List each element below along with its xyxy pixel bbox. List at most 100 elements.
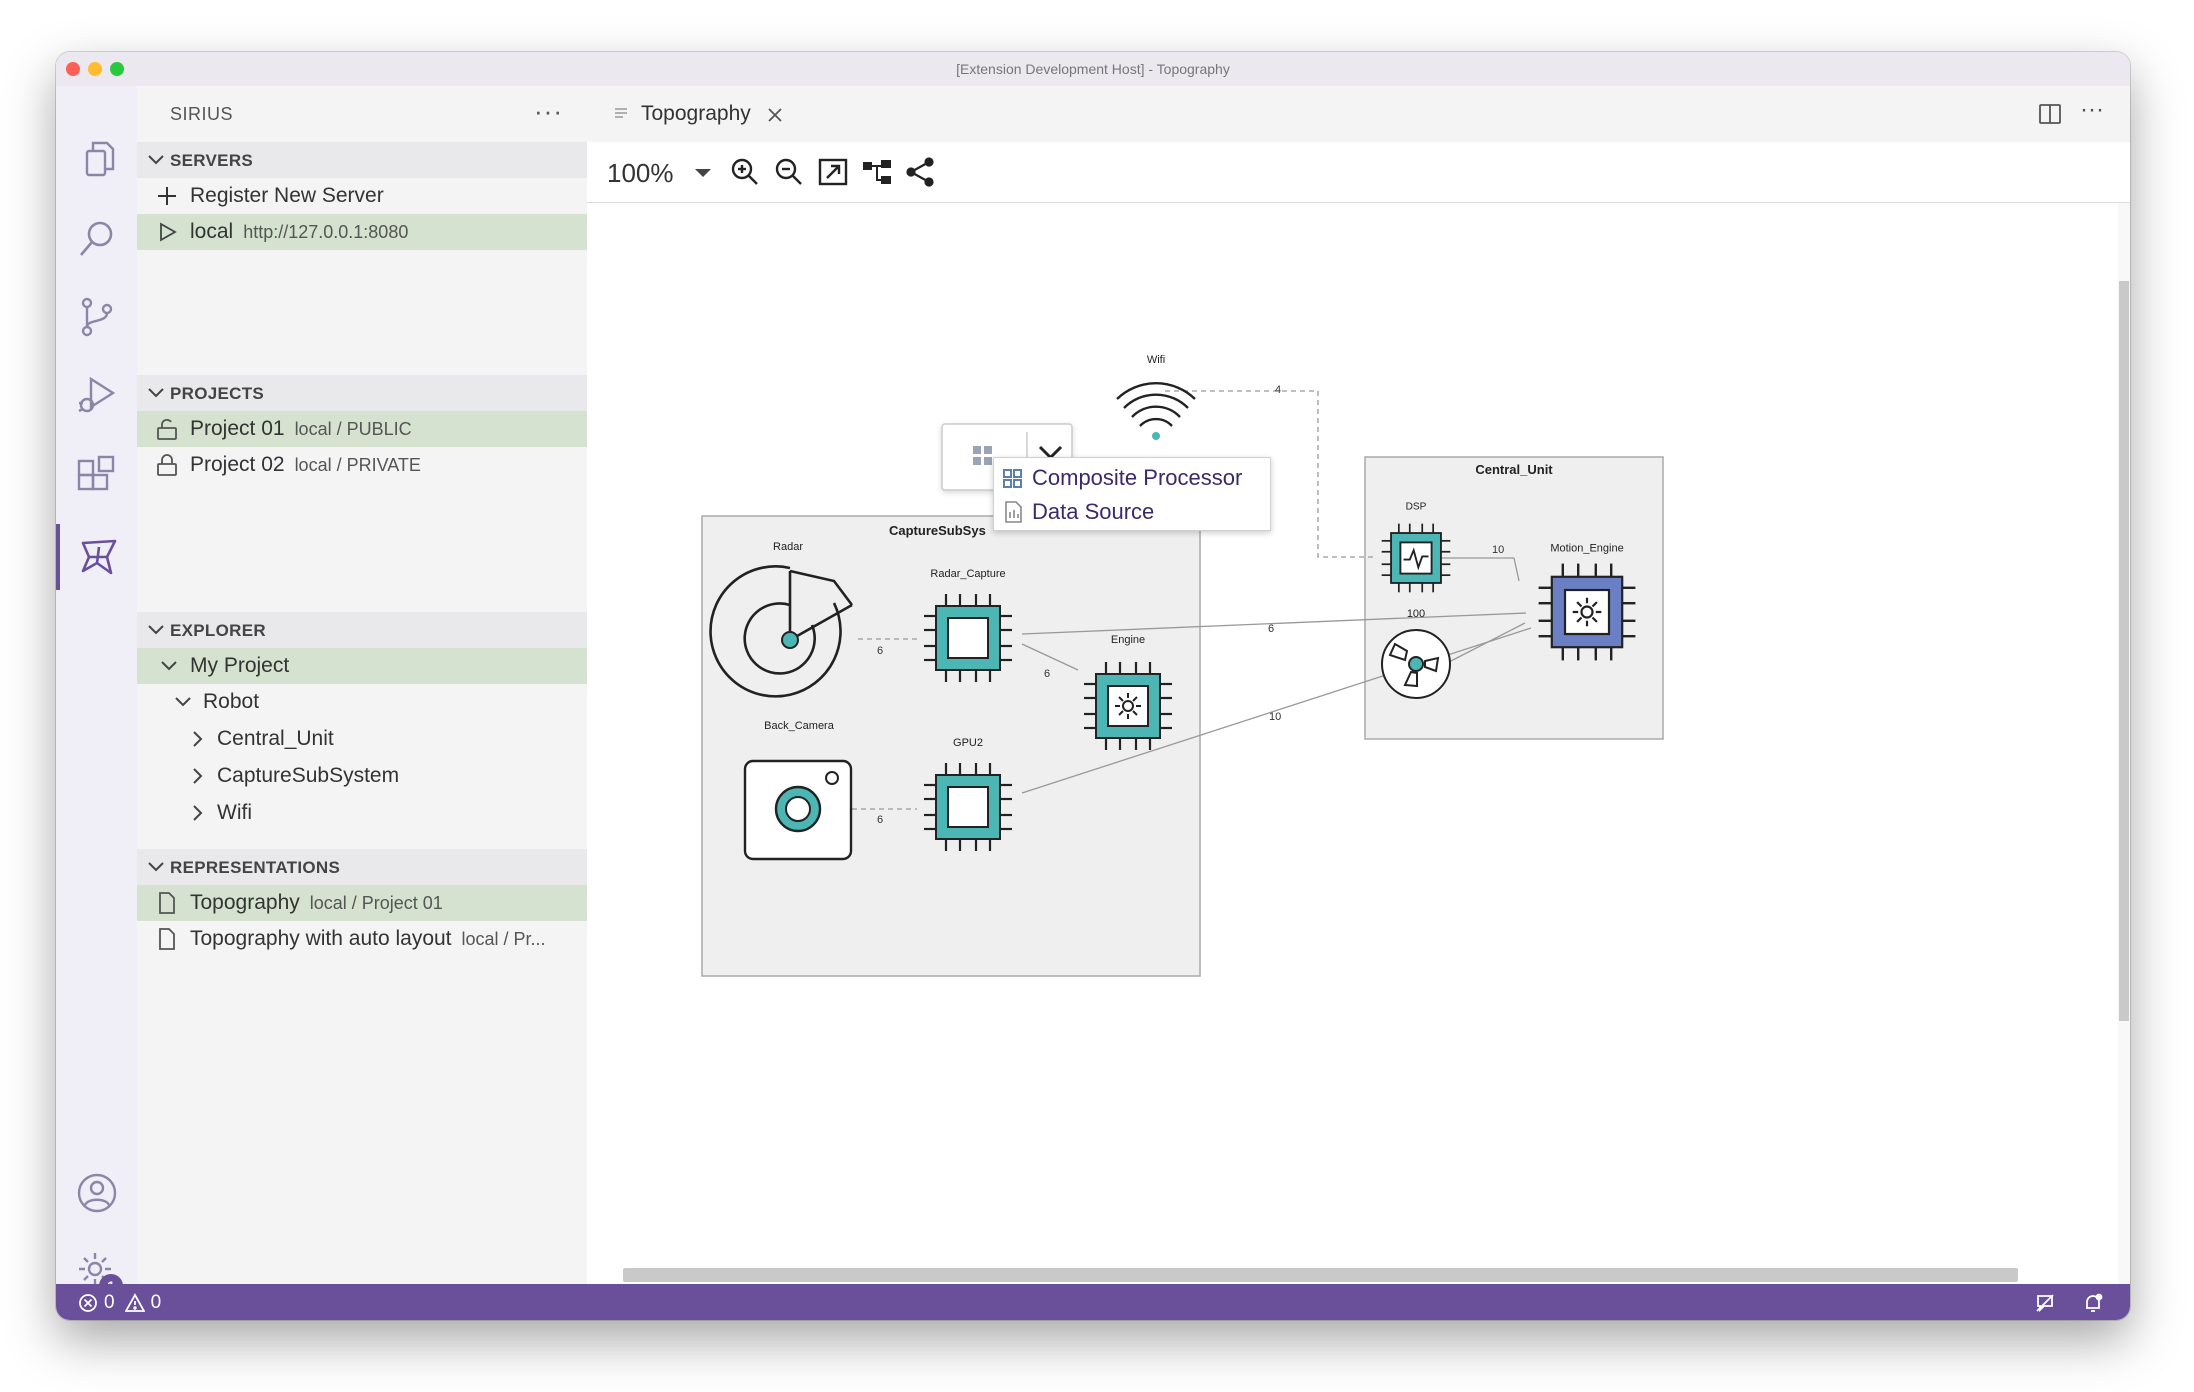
editor-more-button[interactable]: ··· bbox=[2080, 96, 2104, 123]
warning-icon bbox=[124, 1293, 145, 1312]
wifi-node-label: Wifi bbox=[1147, 354, 1165, 366]
edge-capture-engine[interactable] bbox=[1021, 643, 1079, 671]
section-explorer[interactable]: EXPLORER bbox=[137, 612, 587, 648]
window-title: [Extension Development Host] - Topograph… bbox=[956, 61, 1230, 77]
chevron-down-icon bbox=[175, 697, 191, 707]
representation-name: Topography with auto layout bbox=[190, 927, 452, 950]
section-servers[interactable]: SERVERS bbox=[137, 142, 587, 178]
tab-topography[interactable]: Topography bbox=[587, 86, 792, 142]
explorer-root-label: My Project bbox=[190, 654, 290, 677]
sidebar-header: SIRIUS ··· bbox=[137, 86, 587, 142]
zoom-out-icon[interactable] bbox=[773, 156, 805, 188]
zoom-level[interactable]: 100% bbox=[607, 158, 674, 188]
sirius-icon[interactable] bbox=[56, 524, 137, 590]
explorer-item-my-project[interactable]: My Project bbox=[137, 648, 587, 684]
run-debug-icon[interactable] bbox=[56, 362, 137, 428]
edge-wifi-dsp[interactable] bbox=[1165, 390, 1375, 558]
diagram-canvas[interactable]: CaptureSubSys Central_Unit 4 6 bbox=[587, 203, 2118, 1284]
chevron-down-icon bbox=[148, 155, 164, 165]
feedback-icon[interactable] bbox=[2034, 1292, 2056, 1314]
search-icon[interactable] bbox=[56, 206, 137, 272]
problems-indicator[interactable]: 0 0 bbox=[78, 1292, 161, 1314]
edge-fan-motion[interactable] bbox=[1446, 622, 1526, 664]
explorer-item-capture-subsystem[interactable]: CaptureSubSystem bbox=[137, 758, 587, 794]
chevron-right-icon bbox=[193, 731, 203, 747]
palette-item-label: Composite Processor bbox=[1032, 465, 1243, 490]
vertical-scrollbar[interactable] bbox=[2118, 203, 2130, 1284]
palette-item-data-source[interactable]: Data Source bbox=[1000, 496, 1262, 528]
project-name: Project 02 bbox=[190, 453, 285, 476]
register-server-label: Register New Server bbox=[190, 184, 384, 207]
explorer-robot-label: Robot bbox=[203, 690, 260, 713]
central-unit-label: Central_Unit bbox=[1475, 462, 1553, 477]
diagram-toolbar: 100% bbox=[587, 142, 2130, 203]
palette-item-composite-processor[interactable]: Composite Processor bbox=[1000, 462, 1262, 494]
project-detail: local / PRIVATE bbox=[294, 455, 421, 475]
capture-subsystem-container[interactable] bbox=[701, 515, 1201, 977]
edge-dsp-motion[interactable] bbox=[1433, 557, 1520, 582]
activity-bar: 1 bbox=[56, 86, 137, 1298]
back-camera-node[interactable]: Back_Camera bbox=[743, 720, 853, 861]
explorer-item-central-unit[interactable]: Central_Unit bbox=[137, 721, 587, 757]
close-window-button[interactable] bbox=[66, 62, 80, 76]
share-icon[interactable] bbox=[905, 156, 937, 188]
extensions-icon[interactable] bbox=[56, 442, 137, 508]
engine-label: Engine bbox=[1111, 634, 1145, 646]
chevron-down-icon bbox=[161, 661, 177, 671]
radar-capture-label: Radar_Capture bbox=[930, 568, 1005, 580]
project-detail: local / PUBLIC bbox=[294, 419, 412, 439]
zoom-in-icon[interactable] bbox=[729, 156, 761, 188]
radar-icon bbox=[709, 565, 854, 698]
maximize-window-button[interactable] bbox=[110, 62, 124, 76]
chevron-right-icon bbox=[193, 768, 203, 784]
topography-diagram[interactable]: CaptureSubSys Central_Unit 4 6 bbox=[587, 203, 2118, 1243]
register-server-item[interactable]: Register New Server bbox=[137, 178, 587, 214]
section-projects[interactable]: PROJECTS bbox=[137, 375, 587, 411]
vertical-scrollbar-thumb[interactable] bbox=[2119, 281, 2129, 1021]
waveform-icon bbox=[1403, 547, 1429, 571]
dsp-node[interactable]: DSP bbox=[1380, 502, 1452, 594]
edge-label: 10 bbox=[1492, 544, 1504, 556]
capture-subsystem-label: CaptureSubSys bbox=[889, 523, 986, 538]
explorer-item-label: Wifi bbox=[217, 801, 252, 824]
source-control-icon[interactable] bbox=[56, 284, 137, 350]
minimize-window-button[interactable] bbox=[88, 62, 102, 76]
project-item-02[interactable]: Project 02 local / PRIVATE bbox=[137, 447, 587, 483]
sidebar-title: SIRIUS bbox=[170, 104, 234, 124]
fan-label: 100 bbox=[1407, 608, 1425, 620]
engine-node[interactable]: Engine bbox=[1082, 634, 1174, 752]
section-representations[interactable]: REPRESENTATIONS bbox=[137, 849, 587, 885]
unlock-icon bbox=[157, 419, 177, 440]
motion-engine-label: Motion_Engine bbox=[1550, 543, 1623, 555]
explorer-item-robot[interactable]: Robot bbox=[137, 684, 587, 720]
edge-capture-motion[interactable] bbox=[1021, 612, 1527, 635]
radar-capture-node[interactable]: Radar_Capture bbox=[922, 568, 1014, 684]
explorer-files-icon[interactable] bbox=[56, 126, 137, 192]
section-representations-label: REPRESENTATIONS bbox=[170, 858, 341, 877]
sidebar-more-button[interactable]: ··· bbox=[534, 96, 563, 126]
close-icon[interactable] bbox=[767, 107, 783, 123]
horizontal-scrollbar[interactable] bbox=[623, 1268, 2018, 1282]
radar-node[interactable]: Radar bbox=[709, 541, 854, 698]
gpu2-node[interactable]: GPU2 bbox=[922, 737, 1014, 853]
edge-label: 6 bbox=[877, 814, 883, 826]
zoom-dropdown-icon[interactable] bbox=[687, 156, 719, 188]
explorer-item-label: CaptureSubSystem bbox=[217, 764, 400, 787]
motion-engine-node[interactable]: Motion_Engine bbox=[1537, 543, 1637, 662]
composite-processor-icon bbox=[1003, 469, 1022, 488]
representation-name: Topography bbox=[190, 891, 300, 914]
title-bar: [Extension Development Host] - Topograph… bbox=[56, 52, 2130, 87]
fit-to-screen-icon[interactable] bbox=[817, 156, 849, 188]
notifications-bell-icon[interactable] bbox=[2082, 1292, 2104, 1314]
chevron-down-icon bbox=[148, 388, 164, 398]
account-icon[interactable] bbox=[56, 1160, 137, 1226]
arrange-layout-icon[interactable] bbox=[861, 156, 893, 188]
explorer-item-wifi[interactable]: Wifi bbox=[137, 795, 587, 831]
fan-node[interactable]: 100 bbox=[1381, 608, 1451, 699]
split-editor-icon[interactable] bbox=[2038, 102, 2062, 126]
wifi-node[interactable]: Wifi bbox=[1116, 354, 1196, 440]
